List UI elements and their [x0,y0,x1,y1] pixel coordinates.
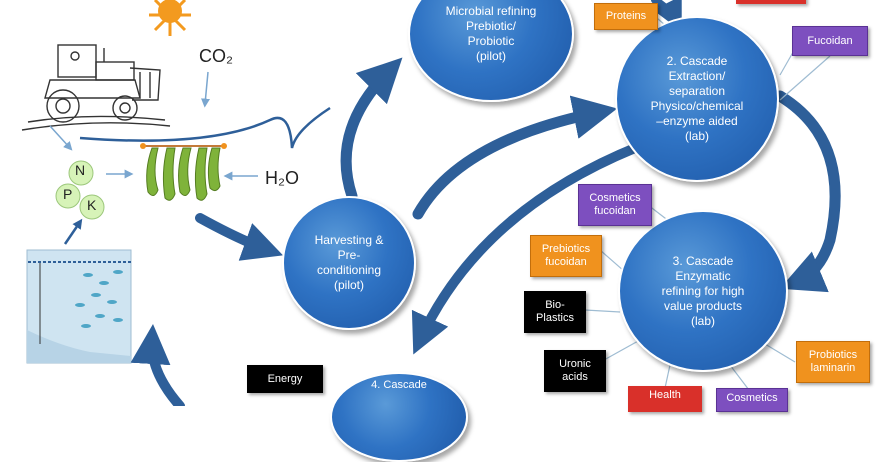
node-harvesting-text: Harvesting & Pre- conditioning (pilot) [314,233,384,292]
arrow-top-to-extraction [651,0,682,32]
npk-p-label: P [63,186,73,202]
node-harvesting: Harvesting & Pre- conditioning (pilot) [282,196,416,330]
tag-prebiotics-fucoidan: Prebiotics fucoidan [530,235,602,277]
tag-bio-plastics: Bio- Plastics [524,291,586,333]
tag-energy: Energy [247,365,323,393]
tag-top-red [736,0,806,4]
tag-uronic-acids: Uronic acids [544,350,606,392]
node-cascade-4: 4. Cascade [330,372,468,462]
tag-probiotics-laminarin: Probiotics laminarin [796,341,870,383]
arrow-to-harvesting [195,213,284,261]
npk-n-label: N [75,162,86,178]
arrow-harvest-to-extraction [412,95,618,220]
arrow-return [130,324,185,406]
tractor-icon [21,44,171,131]
h2o-label: H₂O [265,168,299,188]
tag-proteins: Proteins [594,3,658,30]
flow-arrows [130,0,841,406]
field-line [79,106,331,149]
arrow-extraction-to-enzymatic [774,90,841,293]
node-enzymatic-text: 3. Cascade Enzymatic refining for high v… [661,253,745,328]
diagram-canvas [21,0,841,406]
co2-label: CO₂ [199,46,233,66]
node-cascade4-text: 4. Cascade [371,379,427,391]
tag-fucoidan: Fucoidan [792,26,868,56]
arrow-extraction-to-cascade4 [411,141,645,355]
fish-farm-icon [26,249,132,364]
node-cascade-enzymatic: 3. Cascade Enzymatic refining for high v… [618,210,788,372]
arrow-harvest-to-microbial [340,57,403,202]
sun-icon [149,0,191,36]
seaweed-icon [140,143,227,201]
node-microbial-text: Microbial refining Prebiotic/ Probiotic … [445,4,537,63]
npk-icon [55,160,105,220]
node-extraction-text: 2. Cascade Extraction/ separation Physic… [650,54,744,143]
tag-health: Health [628,386,702,412]
npk-k-label: K [87,197,97,213]
tag-cosmetics-fucoidan: Cosmetics fucoidan [578,184,652,226]
tag-cosmetics: Cosmetics [716,388,788,412]
node-cascade-extraction: 2. Cascade Extraction/ separation Physic… [615,16,779,182]
